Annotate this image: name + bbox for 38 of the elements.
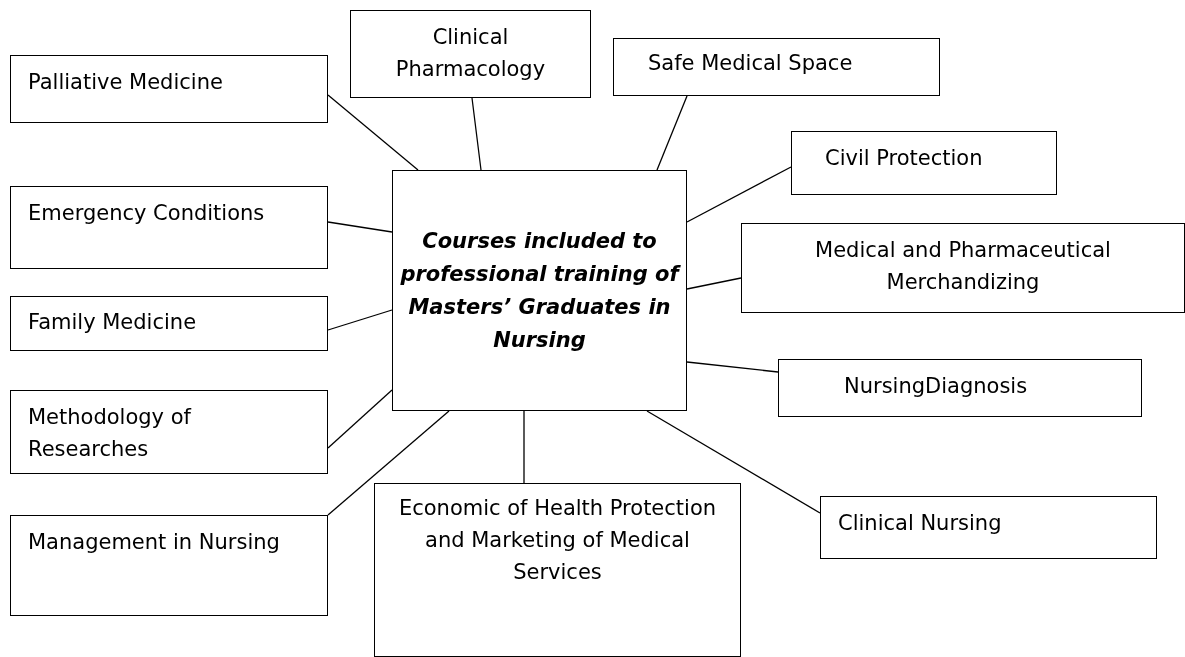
course-name: Management in Nursing: [28, 529, 281, 556]
course-box: [374, 483, 741, 657]
connector-line: [646, 410, 821, 514]
connector-line: [686, 361, 779, 373]
connector-line: [327, 410, 450, 516]
connector-line: [686, 277, 742, 290]
course-name: NursingDiagnosis: [844, 373, 1029, 400]
course-name: Palliative Medicine: [28, 69, 224, 96]
course-name: Clinical Pharmacology: [394, 24, 547, 83]
course-name: Medical and Pharmaceutical Merchandizing: [814, 237, 1112, 296]
course-box: [10, 390, 328, 474]
course-box: [10, 296, 328, 351]
connector-line: [656, 95, 688, 171]
course-name: Emergency Conditions: [28, 200, 266, 227]
course-box: [10, 515, 328, 616]
course-name: Family Medicine: [28, 309, 198, 336]
course-name: Clinical Nursing: [838, 510, 1003, 537]
course-box: [10, 186, 328, 269]
course-box: [778, 359, 1142, 417]
connector-line: [523, 410, 525, 484]
course-box: [613, 38, 940, 96]
course-box: [741, 223, 1185, 313]
connector-line: [327, 221, 393, 233]
central-topic-box: [392, 170, 687, 411]
course-name: Methodology of Researches: [28, 404, 193, 463]
course-name: Civil Protection: [825, 145, 984, 172]
course-name: Safe Medical Space: [648, 50, 854, 77]
connector-line: [327, 389, 393, 449]
course-box: [10, 55, 328, 123]
course-name: Economic of Health Protection and Marketing of Medical Services: [397, 495, 718, 586]
connector-line: [686, 166, 792, 223]
central-topic-text: Courses included to professional training of Masters’ Graduates in Nursing: [399, 227, 682, 354]
course-box: [820, 496, 1157, 559]
connector-line: [471, 97, 482, 171]
connector-line: [327, 309, 393, 331]
course-box: [791, 131, 1057, 195]
connector-line: [327, 94, 419, 171]
course-box: [350, 10, 591, 98]
